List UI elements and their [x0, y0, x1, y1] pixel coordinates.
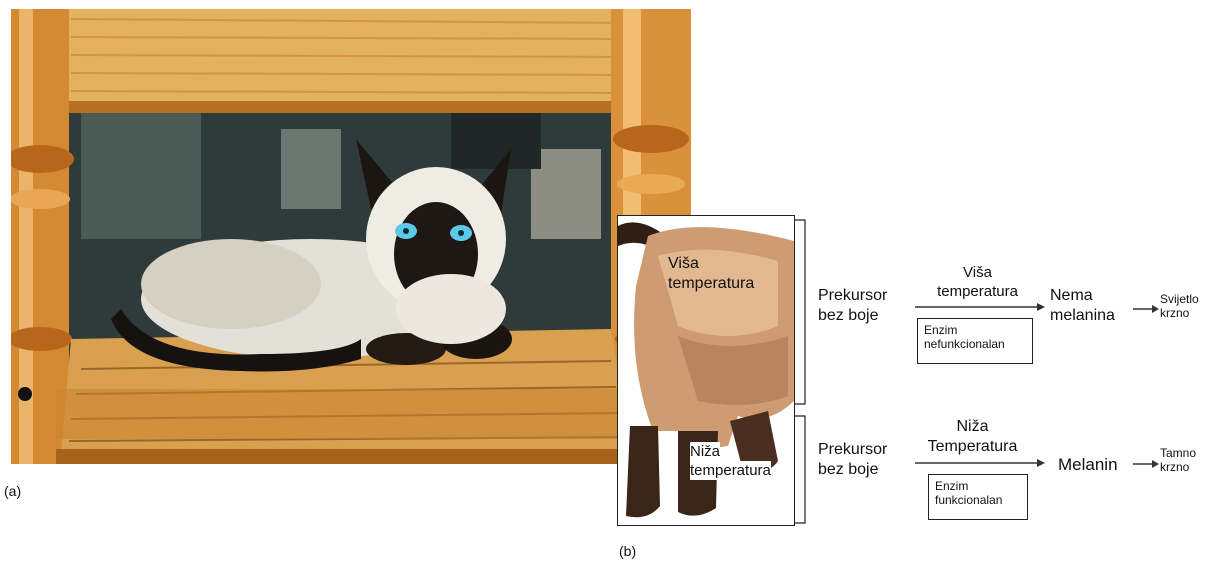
bottom-condition-line2: Temperatura — [905, 437, 1040, 457]
bottom-enzyme-line2: funkcionalan — [935, 493, 1021, 507]
upper-body-label: Viša temperatura — [668, 254, 795, 294]
bottom-precursor-line2: bez boje — [818, 460, 887, 480]
bottom-main-arrow — [915, 458, 1045, 468]
panel-a-label: (a) — [4, 483, 21, 500]
bottom-result-line1: Tamno — [1160, 446, 1196, 460]
top-condition-label: Viša temperatura — [915, 263, 1040, 301]
bottom-enzyme-line1: Enzim — [935, 479, 1021, 493]
bottom-precursor-line1: Prekursor — [818, 440, 887, 460]
bottom-product-label: Melanin — [1058, 454, 1118, 475]
top-result-line1: Svijetlo — [1160, 292, 1199, 306]
lower-brace — [795, 416, 805, 523]
top-result-arrow — [1133, 304, 1159, 314]
lower-body-label: Niža temperatura — [690, 442, 794, 480]
bottom-enzyme-box: Enzim funkcionalan — [928, 474, 1028, 520]
bottom-condition-label: Niža Temperatura — [905, 417, 1040, 457]
cat-photo — [11, 9, 691, 464]
top-precursor-label: Prekursor bez boje — [818, 286, 887, 326]
upper-label-line2: temperatura — [668, 274, 795, 294]
top-product-line2: melanina — [1050, 306, 1115, 326]
lower-label-line1: Niža — [690, 442, 720, 461]
lower-label-line2: temperatura — [690, 461, 771, 480]
top-condition-line1: Viša — [915, 263, 1040, 282]
brace-connectors — [793, 218, 813, 528]
top-main-arrow — [915, 302, 1045, 312]
top-enzyme-box: Enzim nefunkcionalan — [917, 318, 1033, 364]
top-product-line1: Nema — [1050, 286, 1115, 306]
top-product-label: Nema melanina — [1050, 286, 1115, 326]
top-condition-line2: temperatura — [915, 282, 1040, 301]
bottom-precursor-label: Prekursor bez boje — [818, 440, 887, 480]
top-result-line2: krzno — [1160, 306, 1199, 320]
bottom-result-line2: krzno — [1160, 460, 1196, 474]
bottom-condition-line1: Niža — [905, 417, 1040, 437]
panel-b-label: (b) — [619, 543, 636, 560]
top-enzyme-line1: Enzim — [924, 323, 1026, 337]
top-result-label: Svijetlo krzno — [1160, 292, 1199, 320]
upper-label-line1: Viša — [668, 254, 795, 274]
upper-brace — [795, 220, 805, 404]
top-precursor-line2: bez boje — [818, 306, 887, 326]
bottom-result-label: Tamno krzno — [1160, 446, 1196, 474]
cat-on-chair-illustration — [11, 9, 691, 464]
bottom-result-arrow — [1133, 459, 1159, 469]
top-precursor-line1: Prekursor — [818, 286, 887, 306]
cat-hindquarters-box: Viša temperatura Niža temperatura — [617, 215, 795, 526]
top-enzyme-line2: nefunkcionalan — [924, 337, 1026, 351]
